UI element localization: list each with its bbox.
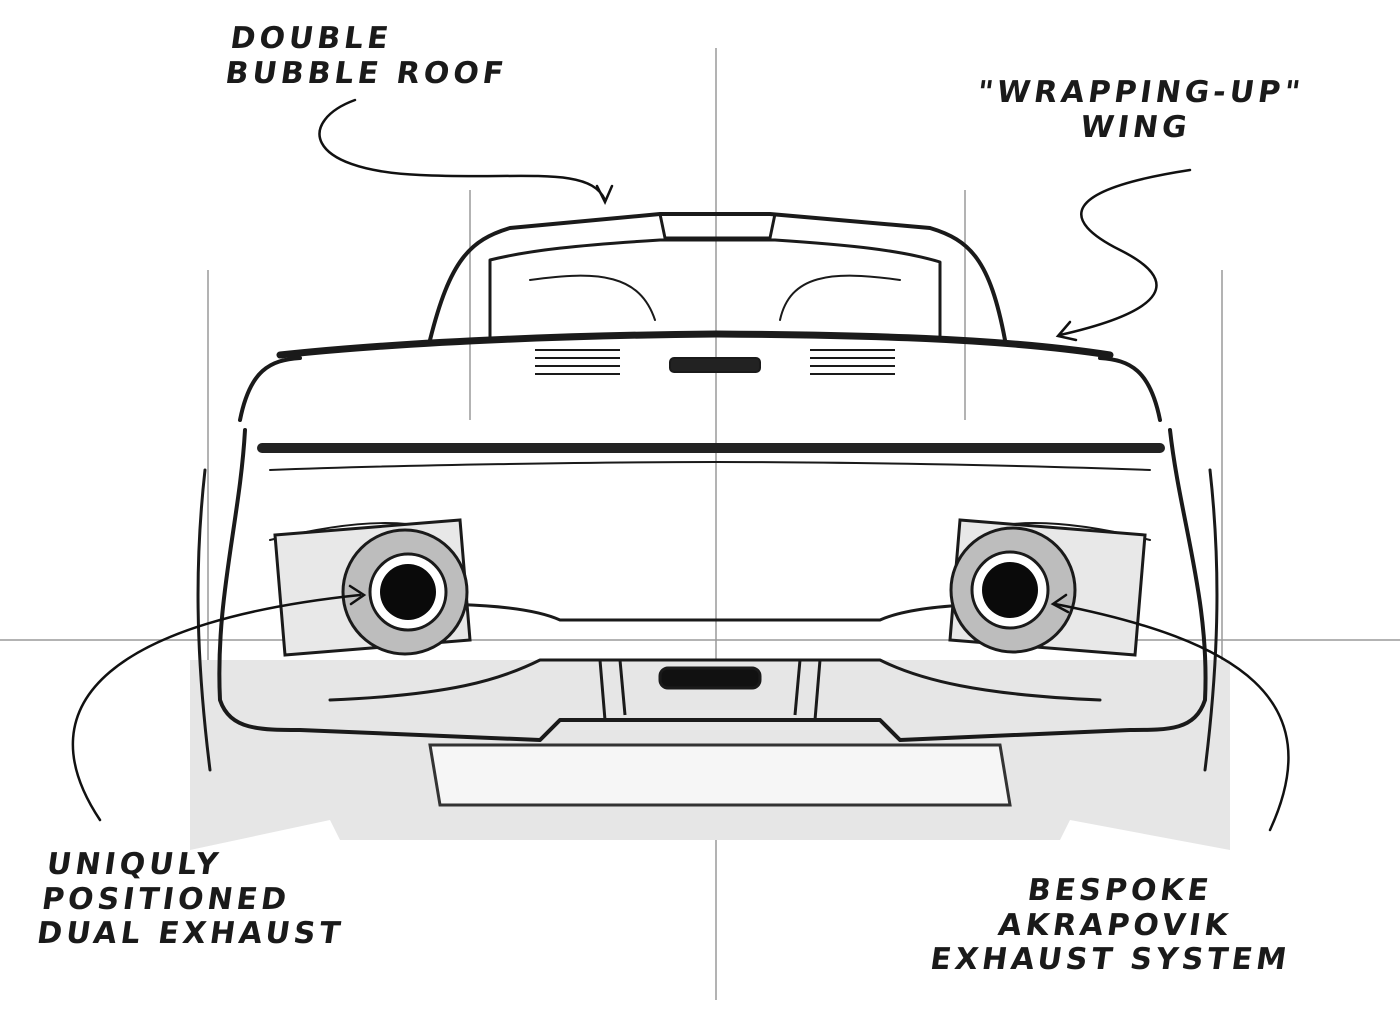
annotation-line: Dual Exhaust xyxy=(34,916,347,951)
annotation-line: Uniquly xyxy=(44,847,225,882)
annotation-line: Wing xyxy=(1078,109,1194,145)
annotation-akrapovik-exhaust: Bespoke Akrapovik Exhaust System xyxy=(893,873,1338,978)
annotation-line: Akrapovik xyxy=(996,907,1235,943)
rear-wing xyxy=(238,330,1162,422)
annotation-line: Exhaust System xyxy=(927,942,1293,977)
annotation-line: Bespoke xyxy=(1025,873,1215,908)
annotation-double-bubble-roof: Double Bubble roof xyxy=(223,21,514,91)
roof xyxy=(428,212,1007,342)
annotation-line: Double xyxy=(228,21,395,56)
exhaust-left xyxy=(341,528,469,656)
ground-shadow xyxy=(190,660,1230,850)
annotation-line: Bubble roof xyxy=(223,55,510,91)
callout-arrows xyxy=(71,98,1290,832)
construction-lines xyxy=(0,48,1400,1000)
roof-vents xyxy=(535,349,895,375)
annotation-line: Positioned xyxy=(39,881,293,917)
diffuser xyxy=(598,659,822,721)
exhaust-right xyxy=(949,526,1077,654)
annotation-dual-exhaust: Uniquly Positioned Dual Exhaust xyxy=(34,847,356,952)
annotation-wrapping-up-wing: "Wrapping-up" Wing xyxy=(963,75,1313,145)
annotation-line: "Wrapping-up" xyxy=(974,75,1307,110)
